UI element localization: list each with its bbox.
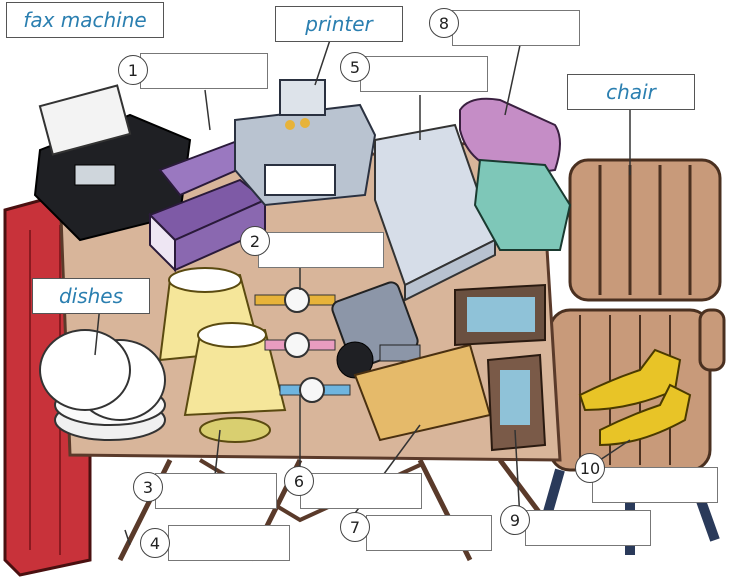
number-7: 7: [340, 512, 370, 542]
watches: [254, 287, 351, 403]
answer-box-1[interactable]: [140, 53, 268, 89]
shoes: [578, 348, 692, 447]
tablet-device: [486, 353, 547, 452]
chair-back: [568, 158, 722, 302]
label-fax-machine: fax machine: [6, 2, 164, 38]
number-10: 10: [575, 453, 605, 483]
number-6: 6: [284, 466, 314, 496]
answer-box-6[interactable]: [300, 473, 422, 509]
number-5: 5: [340, 52, 370, 82]
number-2: 2: [240, 226, 270, 256]
answer-box-2[interactable]: [258, 232, 384, 268]
handbags: [459, 97, 572, 251]
number-1: 1: [118, 55, 148, 85]
answer-box-7[interactable]: [366, 515, 492, 551]
label-printer: printer: [275, 6, 403, 42]
answer-box-4[interactable]: [168, 525, 290, 561]
dishes-illustration: [39, 329, 166, 441]
answer-box-3[interactable]: [155, 473, 277, 509]
picture-frame: [454, 283, 546, 347]
number-8: 8: [429, 8, 459, 38]
label-dishes: dishes: [32, 278, 150, 314]
fax-machine-illustration: [33, 84, 192, 242]
label-chair: chair: [567, 74, 695, 110]
answer-box-8[interactable]: [452, 10, 580, 46]
answer-box-5[interactable]: [360, 56, 488, 92]
answer-box-10[interactable]: [592, 467, 718, 503]
answer-box-9[interactable]: [525, 510, 651, 546]
number-4: 4: [140, 528, 170, 558]
printer-illustration: [234, 79, 377, 207]
camcorder: [331, 281, 421, 379]
number-9: 9: [500, 505, 530, 535]
lamps: [158, 267, 287, 443]
number-3: 3: [133, 472, 163, 502]
laptop-illustration: [374, 123, 497, 302]
